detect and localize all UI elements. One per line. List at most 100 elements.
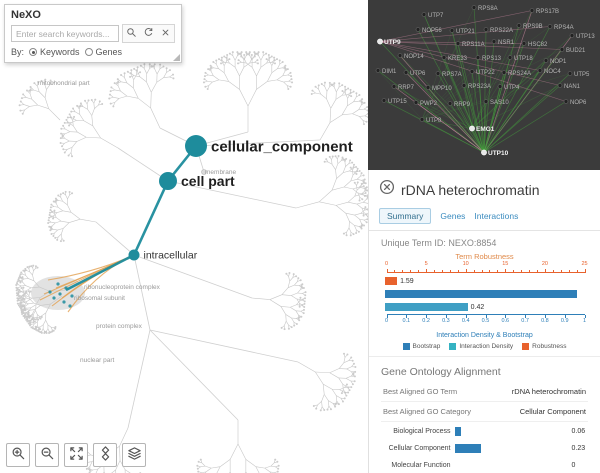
ctlab: 20	[541, 261, 548, 267]
network-node[interactable]: NOP14	[397, 53, 424, 61]
network-node[interactable]: RPS7A	[435, 71, 462, 79]
network-node[interactable]: EMG1	[469, 125, 495, 133]
tab-genes[interactable]: Genes	[440, 211, 466, 221]
network-node[interactable]: RRP9	[447, 101, 471, 109]
g2lab: Cellular Component	[388, 445, 451, 452]
network-node[interactable]: UTP7	[421, 12, 444, 20]
network-node-label: RRP7	[398, 85, 415, 91]
tree-branches	[15, 51, 368, 473]
network-node-label: UTP7	[428, 13, 444, 19]
term-node-label: intracellular	[144, 250, 198, 262]
network-node[interactable]: UTP9	[377, 38, 401, 46]
network-node[interactable]: KRE33	[441, 55, 468, 63]
network-node-label: UTP8	[426, 118, 442, 124]
network-node[interactable]: RPS13	[475, 55, 502, 63]
ctick	[576, 270, 578, 273]
term-node-label: cellular_component	[211, 138, 353, 155]
term-node[interactable]: cellular_component	[185, 135, 353, 157]
go-val: rDNA heterochromatin	[511, 387, 586, 396]
clitem: Bootstrap	[402, 343, 440, 350]
radio-icon[interactable]	[84, 48, 93, 56]
network-node[interactable]: RPS8A	[471, 5, 498, 13]
term-node[interactable]: intracellular	[128, 249, 198, 262]
network-node[interactable]: RPS9B	[516, 23, 543, 31]
network-node[interactable]: RRP7	[391, 84, 415, 92]
network-node[interactable]: UTP5	[567, 71, 590, 79]
network-node[interactable]: UTP22	[469, 69, 495, 77]
network-node[interactable]: UTP10	[481, 149, 509, 157]
clsq	[449, 343, 457, 350]
network-node[interactable]: RPS24A	[501, 70, 531, 78]
search-input[interactable]	[11, 25, 119, 42]
network-node[interactable]: NSR1	[491, 39, 515, 47]
network-node[interactable]: DIM1	[375, 68, 397, 76]
tree-term-label: membrane	[205, 169, 236, 176]
network-node-label: RPS13	[482, 56, 502, 62]
network-node-label: NOP6	[570, 100, 587, 106]
network-node[interactable]: HSC82	[521, 41, 548, 49]
network-node[interactable]: RPS4A	[547, 24, 574, 32]
tree-term-label: protein complex	[96, 323, 143, 330]
ctick	[441, 270, 443, 273]
term-node[interactable]: cell part	[159, 172, 235, 190]
network-node[interactable]: UTP6	[403, 70, 426, 78]
network-node[interactable]: NOP56	[415, 27, 442, 35]
fit-view-button[interactable]	[64, 443, 88, 467]
clear-search-button[interactable]	[157, 25, 174, 42]
ctick	[457, 270, 459, 273]
network-node-label: UTP4	[504, 85, 520, 91]
network-node[interactable]: NAN1	[557, 83, 581, 91]
network-node[interactable]: SAS10	[483, 99, 509, 107]
interaction-network-canvas[interactable]: UTP7 RPS8A RPS17B NOP56 UTP21 RPS22A RPS9B RPS4…	[368, 0, 600, 170]
network-node[interactable]: UTP13	[569, 33, 595, 41]
network-node[interactable]: NOP6	[563, 99, 587, 107]
network-node[interactable]: PWP2	[413, 100, 438, 108]
search-by-label: By:	[11, 47, 25, 57]
network-node[interactable]: RPS23A	[461, 83, 491, 91]
ctlab: 0.7	[521, 318, 529, 324]
robustness-chart-title: Term Robustness	[455, 252, 514, 261]
expand-collapse-button[interactable]	[93, 443, 117, 467]
ctick	[434, 270, 436, 273]
network-node[interactable]: RPS17B	[529, 8, 559, 16]
tab-summary[interactable]: Summary	[379, 208, 432, 224]
network-node[interactable]: NOC4	[537, 68, 561, 76]
close-term-icon[interactable]	[379, 179, 395, 200]
layers-button[interactable]	[122, 443, 146, 467]
cline	[386, 314, 585, 315]
network-node[interactable]: UTP18	[507, 55, 533, 63]
zoom-out-button[interactable]	[35, 443, 59, 467]
tab-interactions[interactable]: Interactions	[474, 211, 519, 221]
reset-search-button[interactable]	[140, 25, 157, 42]
network-node-label: MPP10	[432, 86, 452, 92]
go-score-bar	[454, 444, 481, 453]
zoom-in-button[interactable]	[6, 443, 30, 467]
network-node-label: UTP13	[576, 34, 595, 40]
search-mode-genes[interactable]: Genes	[84, 47, 122, 57]
network-node[interactable]: UTP21	[449, 28, 475, 36]
network-node-label: RRP9	[454, 102, 471, 108]
g2lab: Molecular Function	[391, 462, 451, 469]
stacked-layers-icon	[127, 446, 142, 464]
close-icon	[160, 26, 171, 41]
network-node[interactable]: RPS11A	[455, 41, 485, 49]
search-button[interactable]	[123, 25, 140, 42]
network-node[interactable]: RPS22A	[483, 27, 513, 35]
ontology-tree-canvas[interactable]: mitochondrial partmembraneribonucleoprot…	[0, 0, 368, 473]
network-node[interactable]: UTP15	[381, 98, 407, 106]
g2wrap	[455, 461, 569, 470]
resize-handle-icon[interactable]	[173, 54, 180, 61]
network-node[interactable]: UTP8	[419, 117, 442, 125]
radio-icon[interactable]	[29, 48, 38, 56]
network-node[interactable]: BUD21	[559, 47, 586, 55]
network-node-label: RPS9B	[523, 24, 543, 30]
network-node[interactable]: MPP10	[425, 85, 452, 93]
go-key: Best Aligned GO Term	[383, 387, 458, 396]
ctlab: 5	[424, 261, 428, 267]
ctick	[489, 270, 491, 273]
search-mode-keywords[interactable]: Keywords	[29, 47, 80, 57]
network-node[interactable]: UTP4	[497, 84, 520, 92]
network-node[interactable]: NOP1	[543, 58, 567, 66]
